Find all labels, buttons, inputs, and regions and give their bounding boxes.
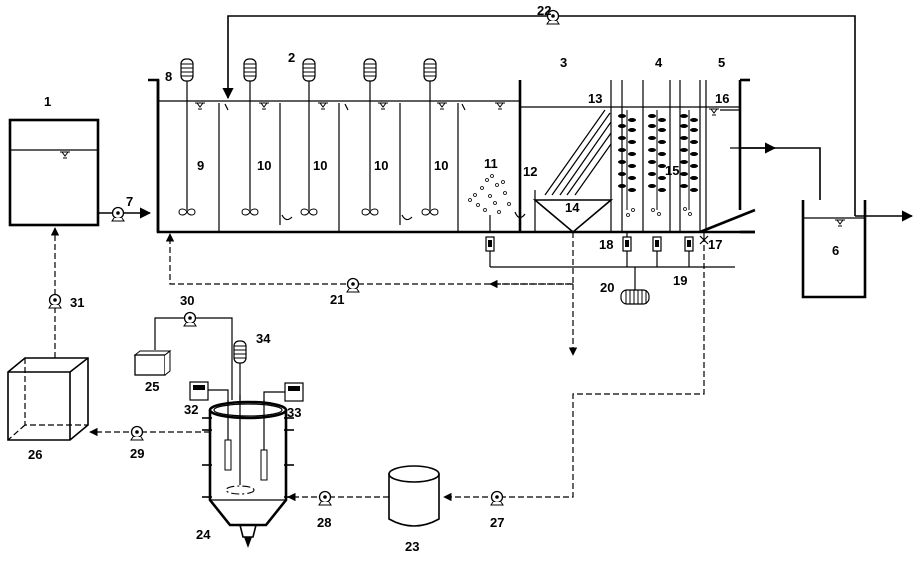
stirrers [178, 58, 439, 216]
label-32: 32 [184, 402, 198, 417]
label-34: 34 [256, 331, 271, 346]
meter-icon [485, 236, 495, 252]
label-5: 5 [718, 55, 725, 70]
label-18: 18 [599, 237, 613, 252]
controller-33 [284, 382, 304, 402]
label-12: 12 [523, 164, 537, 179]
label-19: 19 [673, 273, 687, 288]
gas-line [133, 311, 247, 400]
digester-output [89, 425, 210, 441]
label-4: 4 [655, 55, 663, 70]
meter-icon [652, 236, 662, 252]
label-10b: 10 [313, 158, 327, 173]
biofilm-carriers [617, 109, 699, 217]
label-10d: 10 [434, 158, 448, 173]
label-6: 6 [832, 243, 839, 258]
digester-24 [202, 395, 294, 548]
feed-pipe [98, 206, 152, 222]
meter-icon [684, 236, 694, 252]
effluent-outlet [720, 109, 821, 200]
label-15: 15 [665, 163, 679, 178]
label-10a: 10 [257, 158, 271, 173]
pump-icon [346, 277, 360, 293]
label-25: 25 [145, 379, 159, 394]
return-to-tank-1 [48, 227, 62, 358]
label-7: 7 [126, 194, 133, 209]
controller-32 [189, 381, 209, 401]
controllers [189, 381, 304, 405]
stirrer-motor-icon [423, 58, 437, 82]
sludge-waste-line [443, 230, 709, 506]
tank-26 [7, 357, 89, 441]
stirrer-motor-icon [302, 58, 316, 82]
label-26: 26 [28, 447, 42, 462]
recycle-line-22 [222, 9, 856, 216]
label-21: 21 [330, 292, 344, 307]
stirrer-motor-icon [180, 58, 194, 82]
stirrer-motor-icon [363, 58, 377, 82]
label-29: 29 [130, 446, 144, 461]
label-11: 11 [484, 156, 498, 171]
pump-icon [490, 490, 504, 506]
label-28: 28 [317, 515, 331, 530]
pump-icon [318, 490, 332, 506]
blower-icon [620, 289, 650, 305]
feed-tank-1 [8, 118, 100, 227]
label-30: 30 [180, 293, 194, 308]
main-reactor [148, 78, 756, 234]
sludge-tank-23 [388, 465, 440, 527]
label-13: 13 [588, 91, 602, 106]
label-22: 22 [537, 3, 551, 18]
meter-icon [622, 236, 632, 252]
label-23: 23 [405, 539, 419, 554]
aeration-system [485, 232, 735, 305]
pump-icon [48, 293, 62, 309]
effluent-tank-6 [801, 200, 914, 299]
pump-icon [183, 311, 197, 327]
label-17: 17 [708, 237, 722, 252]
label-20: 20 [600, 280, 614, 295]
label-3: 3 [560, 55, 567, 70]
sludge-return-21 [165, 232, 574, 293]
inclined-settler [532, 109, 614, 234]
pump-icon [111, 206, 125, 222]
label-10c: 10 [374, 158, 388, 173]
number-labels: 1 2 3 4 5 6 7 8 9 10 10 10 10 11 12 13 1… [28, 3, 839, 554]
gas-collector-25 [133, 349, 172, 376]
label-16: 16 [715, 91, 729, 106]
label-2: 2 [288, 50, 295, 65]
label-33: 33 [287, 405, 301, 420]
label-14: 14 [565, 200, 580, 215]
label-24: 24 [196, 527, 211, 542]
pump-icon [130, 425, 144, 441]
stirrer-motor-icon [233, 340, 247, 364]
label-8: 8 [165, 69, 172, 84]
label-27: 27 [490, 515, 504, 530]
label-1: 1 [44, 94, 51, 109]
label-31: 31 [70, 295, 84, 310]
stirrer-motor-icon [243, 58, 257, 82]
aerator-bubbles [468, 174, 511, 232]
feed-to-digester [287, 490, 389, 506]
label-9: 9 [197, 158, 204, 173]
